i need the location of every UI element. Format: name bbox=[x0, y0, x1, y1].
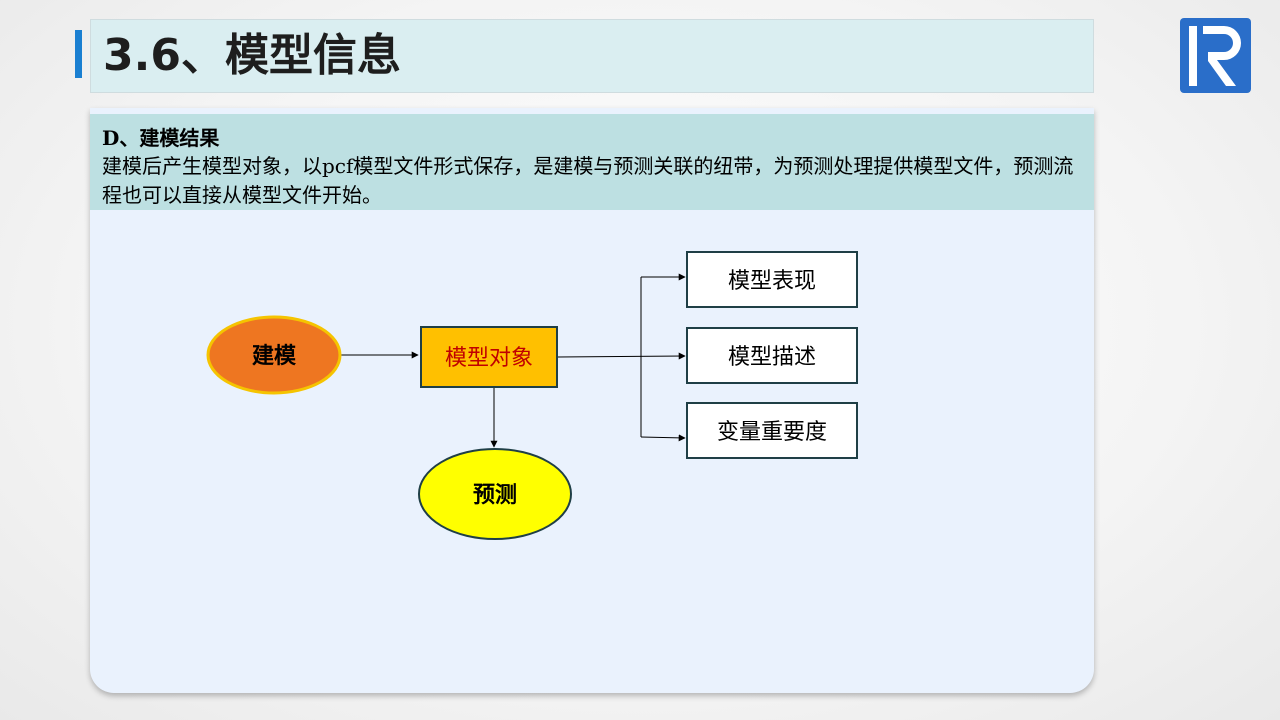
node-performance-shape bbox=[686, 251, 858, 308]
node-prediction: 预测 bbox=[418, 448, 572, 540]
node-modeling: 建模 bbox=[206, 315, 342, 395]
logo-icon bbox=[1180, 18, 1251, 93]
node-description-shape bbox=[686, 327, 858, 384]
section-description: 建模后产生模型对象，以pcf模型文件形式保存，是建模与预测关联的纽带，为预测处理… bbox=[102, 154, 1074, 207]
node-importance: 变量重要度 bbox=[686, 402, 858, 459]
node-model-object: 模型对象 bbox=[420, 326, 558, 388]
node-model-object-label: 模型对象 bbox=[445, 346, 533, 371]
content-card: D、建模结果 建模后产生模型对象，以pcf模型文件形式保存，是建模与预测关联的纽… bbox=[90, 108, 1094, 693]
section-heading: D、建模结果 bbox=[102, 126, 220, 150]
title-accent-bar bbox=[75, 30, 82, 78]
node-modeling-shape bbox=[206, 315, 342, 395]
node-model-object-shape bbox=[420, 326, 558, 388]
node-performance: 模型表现 bbox=[686, 251, 858, 308]
node-prediction-shape bbox=[418, 448, 572, 540]
arrow-object-to-description bbox=[557, 352, 686, 360]
node-importance-shape bbox=[686, 402, 858, 459]
node-description: 模型描述 bbox=[686, 327, 858, 384]
node-modeling-label: 建模 bbox=[252, 343, 297, 369]
title-bar: 3.6、模型信息 bbox=[90, 19, 1094, 93]
node-performance-label: 模型表现 bbox=[728, 269, 816, 294]
arrow-to-importance bbox=[640, 434, 686, 442]
node-importance-label: 变量重要度 bbox=[717, 420, 827, 445]
page-title: 3.6、模型信息 bbox=[103, 30, 401, 81]
node-prediction-label: 预测 bbox=[473, 482, 517, 508]
content-header: D、建模结果 建模后产生模型对象，以pcf模型文件形式保存，是建模与预测关联的纽… bbox=[90, 114, 1094, 210]
node-description-label: 模型描述 bbox=[728, 345, 816, 370]
